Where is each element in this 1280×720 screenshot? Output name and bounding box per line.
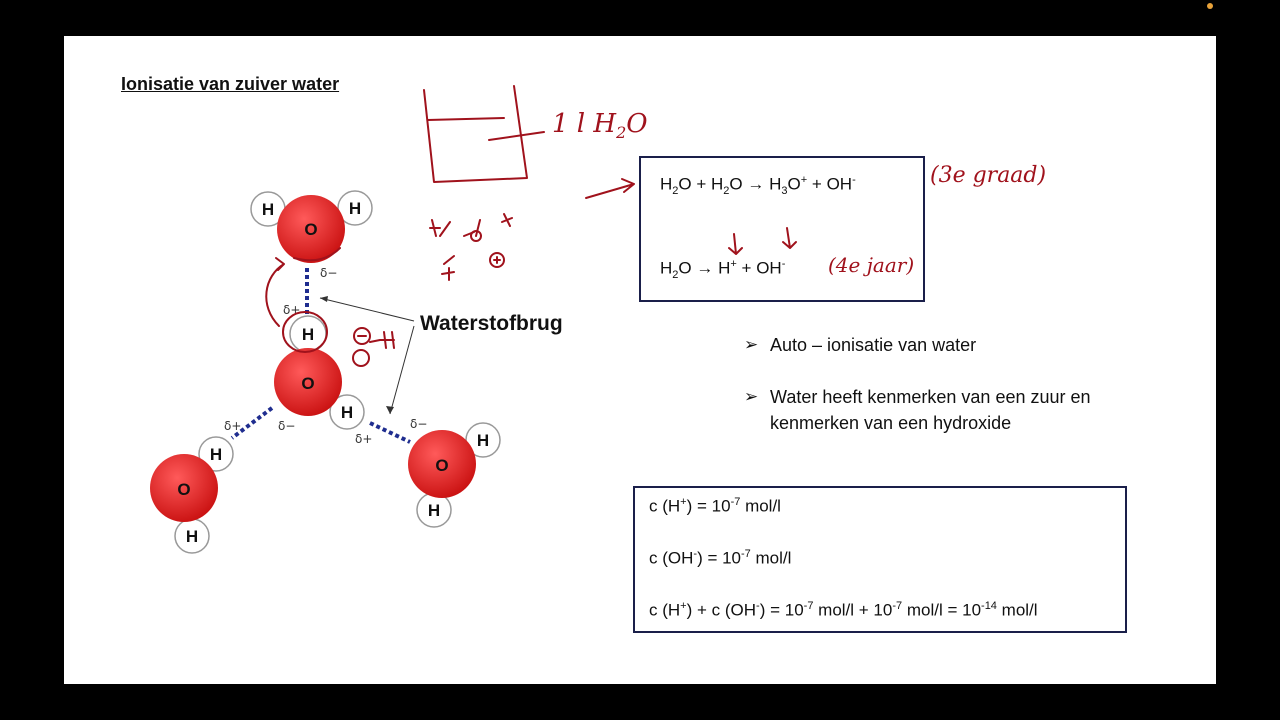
slide: Ionisatie van zuiver water O H H bbox=[64, 36, 1216, 684]
oxygen-atom: O bbox=[301, 374, 314, 393]
charge-label-plus: δ+ bbox=[355, 432, 372, 446]
hydrogen-bond bbox=[230, 406, 274, 440]
ionisation-equations-box: H2O + H2O → H3O+ + OH- H2O → H+ + OH- bbox=[639, 156, 925, 302]
pointer-line bbox=[389, 325, 415, 415]
bullet-auto-ionisation: ➢ Auto – ionisatie van water bbox=[744, 332, 976, 358]
arrow-bullet-icon: ➢ bbox=[744, 335, 759, 354]
hydrogen-atom: H bbox=[477, 431, 489, 450]
charge-label-plus: δ+ bbox=[224, 419, 241, 433]
arrow-bullet-icon: ➢ bbox=[744, 387, 759, 406]
charge-label-minus: δ− bbox=[320, 266, 337, 280]
slide-title: Ionisatie van zuiver water bbox=[121, 74, 340, 94]
hydrogen-bond-label: Waterstofbrug bbox=[420, 312, 563, 335]
charge-label-minus: δ− bbox=[278, 419, 295, 433]
hydrogen-atom: H bbox=[262, 200, 274, 219]
oxygen-atom: O bbox=[177, 480, 190, 499]
recording-indicator-dot bbox=[1207, 3, 1213, 9]
water-molecule-middle: O H H bbox=[274, 315, 365, 430]
hydrogen-bond bbox=[369, 421, 411, 444]
charge-label-plus: δ+ bbox=[283, 303, 300, 317]
concentration-oh-minus: c (OH-) = 10-7 mol/l bbox=[649, 548, 792, 568]
bullet-acid-hydroxide: ➢ Water heeft kenmerken van een zuur en … bbox=[744, 384, 1091, 436]
hydrogen-atom: H bbox=[349, 199, 361, 218]
hydrogen-atom: H bbox=[302, 325, 314, 344]
concentration-h-plus: c (H+) = 10-7 mol/l bbox=[649, 496, 781, 516]
charge-label-minus: δ− bbox=[410, 417, 427, 431]
hydrogen-atom: H bbox=[186, 527, 198, 546]
oxygen-atom: O bbox=[304, 220, 317, 239]
concentration-sum: c (H+) + c (OH-) = 10-7 mol/l + 10-7 mol… bbox=[649, 600, 1038, 620]
equation-dissociation: H2O → H+ + OH- bbox=[660, 258, 786, 282]
pointer-line bbox=[319, 297, 415, 322]
hydrogen-atom: H bbox=[210, 445, 222, 464]
oxygen-atom: O bbox=[435, 456, 448, 475]
water-molecule-top: O H H bbox=[250, 190, 373, 263]
equation-autoionisation: H2O + H2O → H3O+ + OH- bbox=[660, 174, 856, 198]
water-molecule-right: O H H bbox=[408, 422, 501, 528]
water-molecule-left: O H H bbox=[150, 436, 234, 554]
hydrogen-atom: H bbox=[341, 403, 353, 422]
concentration-box: c (H+) = 10-7 mol/l c (OH-) = 10-7 mol/l… bbox=[633, 486, 1127, 633]
hydrogen-atom: H bbox=[428, 501, 440, 520]
